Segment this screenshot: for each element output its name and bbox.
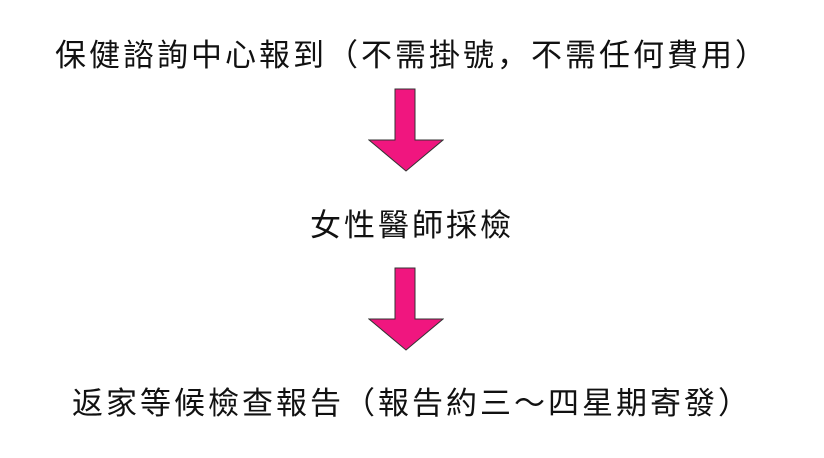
down-arrow-icon — [368, 88, 444, 172]
step-2-exam: 女性醫師採檢 — [310, 208, 514, 244]
step-3-report: 返家等候檢查報告（報告約三～四星期寄發） — [72, 386, 752, 422]
step-1-checkin: 保健諮詢中心報到（不需掛號，不需任何費用） — [55, 38, 769, 74]
down-arrow-icon — [368, 267, 444, 351]
